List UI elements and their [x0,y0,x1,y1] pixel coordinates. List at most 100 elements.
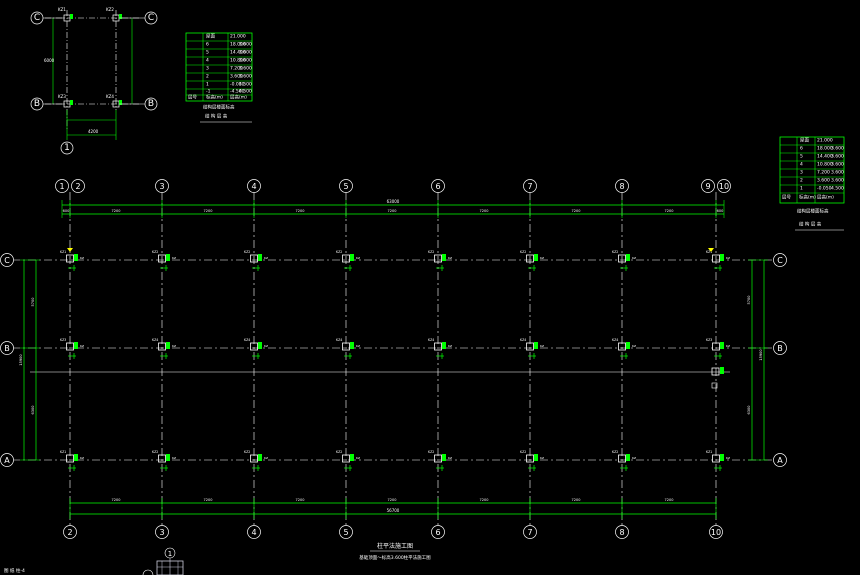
column-b-0 [66,342,74,351]
svg-text:3.600: 3.600 [239,58,252,64]
svg-text:3.600: 3.600 [230,74,243,80]
axis-bubble-top-5 [339,179,353,193]
column-code-a-3: KZ [356,456,360,460]
column-code-b-6: KZ [632,344,636,348]
column-code-b-3: KZ [356,344,360,348]
column-a-4 [434,454,442,463]
axis-bubble-top-8 [615,179,629,193]
dim-right-lower-text: 6300 [747,406,751,415]
axis-bubble-bottom-5 [339,525,353,539]
axis-bubble-top-7 [523,179,537,193]
dim-top-span-2: 7200 [204,209,213,213]
column-label-a-4: KZ2 [428,450,434,454]
column-code-a-4: KZ [448,456,452,460]
dim-bottom-span-1: 7200 [204,498,213,502]
svg-text:3.600: 3.600 [239,50,252,56]
axis-bubble-c-left [0,253,14,267]
dim-bottom-span-5: 7200 [572,498,581,502]
column-c-6 [618,254,626,263]
axis-label-b-left: B [4,344,10,353]
axis-bubble-bottom-2 [63,525,77,539]
column-label-b-2: KZ4 [244,338,250,342]
dim-top-span-5: 7200 [480,209,489,213]
column-code-a-0: KZ [80,456,84,460]
axis-label-bottom-5: 5 [343,528,348,537]
column-code-c-4: KZ [448,256,452,260]
dim-bottom-span-3: 7200 [388,498,397,502]
column-rebar-c-1 [166,254,170,261]
dim-top-span-8: 600 [717,209,724,213]
svg-text:10.800: 10.800 [817,162,833,168]
svg-text:3.600: 3.600 [831,178,844,184]
column-label-a-7: KZ1 [706,450,712,454]
column-rebar-b-3 [350,342,354,349]
svg-text:屋面: 屋面 [800,138,809,144]
axis-bubble-bottom-3 [155,525,169,539]
north-marker-1 [708,248,714,252]
svg-text:3: 3 [800,170,803,176]
svg-text:5: 5 [800,154,803,160]
svg-text:7.200: 7.200 [230,66,243,72]
column-a-5 [526,454,534,463]
axis-label-a-left: A [4,456,10,465]
axis-label-top-10: 10 [719,182,729,191]
column-label-b-0: KZ3 [60,338,66,342]
dim-left-lower-text: 6300 [31,406,35,415]
svg-text:18.000: 18.000 [817,146,833,152]
svg-text:1: 1 [168,550,172,558]
svg-text:标高(m): 标高(m) [206,94,223,101]
dim-top-span-0: 600 [63,209,70,213]
column-rebar-c-2 [258,254,262,261]
axis-label-c-right: C [777,256,783,265]
detail-col-4: KZ4 [106,94,114,99]
dim-bottom-span-0: 7200 [112,498,121,502]
svg-text:3.600: 3.600 [831,162,844,168]
axis-bubble-c-right [773,253,787,267]
column-code-c-3: KZ [356,256,360,260]
column-b-6 [618,342,626,351]
column-code-b-2: KZ [264,344,268,348]
axis-label-top-6: 6 [435,182,440,191]
axis-bubble-top-2 [71,179,85,193]
column-b-5 [526,342,534,351]
svg-text:6: 6 [206,42,209,48]
axis-bubble-top-10 [717,179,731,193]
axis-bubble-bottom-4 [247,525,261,539]
svg-text:3: 3 [206,66,209,72]
svg-text:3.600: 3.600 [831,154,844,160]
column-rebar-a-6 [626,454,630,461]
column-a-3 [342,454,350,463]
dim-bottom-span-4: 7200 [480,498,489,502]
axis-label-top-1: 1 [59,182,64,191]
detail-bubble-1: 1 [64,143,70,153]
detail-frame [30,10,158,155]
column-rebar-b-4 [442,342,446,349]
svg-text:2: 2 [206,74,209,80]
north-marker-0 [67,248,73,252]
dim-bottom-span-2: 7200 [296,498,305,502]
svg-text:层号: 层号 [188,95,197,101]
column-label-a-3: KZ2 [336,450,342,454]
column-rebar-b-2 [258,342,262,349]
dim-bottom-total-text: 56700 [387,508,400,513]
column-code-b-1: KZ [172,344,176,348]
dim-top-span-1: 7200 [112,209,121,213]
column-code-c-6: KZ [632,256,636,260]
svg-text:3.600: 3.600 [817,178,830,184]
column-extra-b9-rebar [720,367,724,374]
column-b-3 [342,342,350,351]
axis-label-bottom-3: 3 [159,528,164,537]
column-code-c-0: KZ [80,256,84,260]
column-rebar-c-7 [720,254,724,261]
axis-label-bottom-4: 4 [251,528,256,537]
column-label-b-5: KZ4 [520,338,526,342]
column-label-a-0: KZ1 [60,450,66,454]
column-rebar-a-4 [442,454,446,461]
column-rebar-a-7 [720,454,724,461]
detail-bubble-b-left: B [34,99,40,109]
svg-text:6: 6 [800,146,803,152]
column-c-7 [712,254,720,263]
dim-top-total-text: 63000 [387,199,400,204]
column-a-0 [66,454,74,463]
